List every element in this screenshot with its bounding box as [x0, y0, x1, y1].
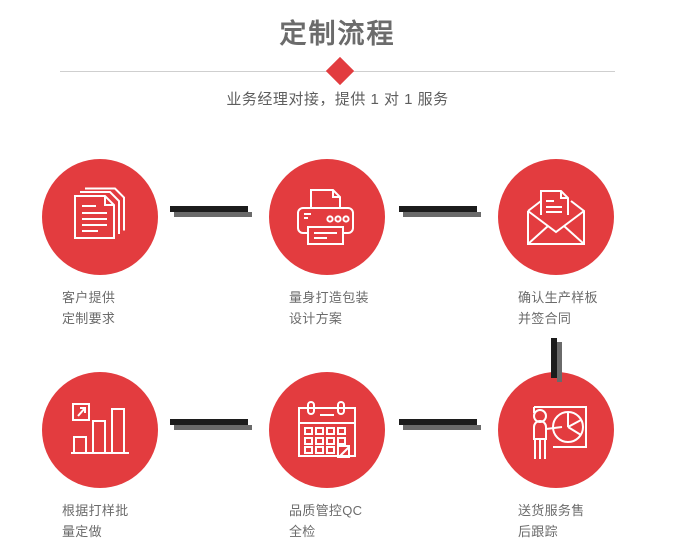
- connector-bar: [170, 419, 248, 425]
- flow-step-1-label: 客户提供 定制要求: [62, 290, 116, 326]
- flow-step-1-circle[interactable]: [42, 159, 158, 275]
- flow-step-6-circle[interactable]: [498, 372, 614, 488]
- flow-step-4-label: 根据打样批 量定做: [62, 503, 129, 539]
- connector-step5-step6: [399, 419, 481, 430]
- flow-step-3-circle[interactable]: [498, 159, 614, 275]
- flow-step-2-label: 量身打造包装 设计方案: [289, 290, 369, 326]
- flow-step-5-circle[interactable]: [269, 372, 385, 488]
- connector-shadow: [403, 425, 481, 430]
- calendar-check-icon: [298, 401, 356, 458]
- bar-chart-growth-icon: [71, 403, 129, 454]
- connector-step4-step5: [170, 419, 252, 430]
- connector-step3-step6: [551, 338, 562, 382]
- connector-shadow: [403, 212, 481, 217]
- connector-shadow: [174, 425, 252, 430]
- connector-bar: [399, 419, 477, 425]
- presenter-pie-chart-icon: [533, 406, 587, 459]
- flow-step-6-label: 送货服务售 后跟踪: [518, 503, 585, 539]
- connector-bar: [399, 206, 477, 212]
- connector-bar: [170, 206, 248, 212]
- flow-step-2-circle[interactable]: [269, 159, 385, 275]
- connector-shadow: [557, 342, 562, 382]
- page-header: 定制流程 业务经理对接，提供 1 对 1 服务: [0, 0, 675, 125]
- envelope-document-icon: [527, 190, 585, 245]
- flow-step-5-label: 品质管控QC 全检: [289, 503, 363, 539]
- printer-icon: [297, 189, 354, 245]
- connector-bar: [551, 338, 557, 378]
- connector-step1-step2: [170, 206, 252, 217]
- connector-shadow: [174, 212, 252, 217]
- page-subtitle: 业务经理对接，提供 1 对 1 服务: [226, 91, 449, 108]
- documents-stack-icon: [74, 187, 125, 239]
- flow-step-3-label: 确认生产样板 并签合同: [518, 290, 598, 326]
- connector-step2-step3: [399, 206, 481, 217]
- flow-step-4-circle[interactable]: [42, 372, 158, 488]
- page-title: 定制流程: [279, 19, 396, 49]
